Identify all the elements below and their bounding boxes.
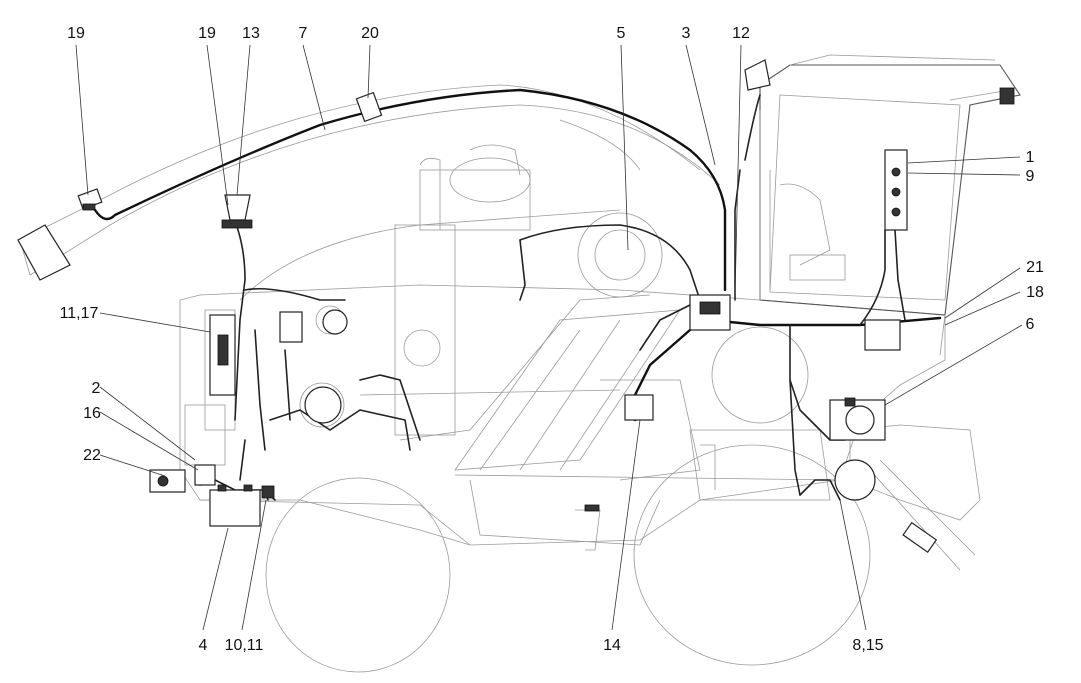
callout-12: 12 bbox=[732, 25, 750, 42]
callout-8-15: 8,15 bbox=[852, 637, 883, 654]
callouts: 19 19 13 7 20 5 3 12 1 9 21 18 6 11,17 2… bbox=[60, 25, 1044, 654]
callout-11-17: 11,17 bbox=[60, 305, 99, 322]
callout-21: 21 bbox=[1026, 259, 1044, 276]
callout-10-11: 10,11 bbox=[225, 637, 264, 654]
callout-18: 18 bbox=[1026, 284, 1044, 301]
callout-4: 4 bbox=[199, 637, 208, 654]
machine-outline bbox=[19, 54, 1021, 673]
callout-13: 13 bbox=[242, 25, 260, 42]
callout-5: 5 bbox=[617, 25, 626, 42]
callout-20: 20 bbox=[361, 25, 379, 42]
callout-6: 6 bbox=[1026, 316, 1035, 333]
callout-22: 22 bbox=[83, 447, 101, 464]
components bbox=[17, 59, 1015, 553]
callout-9: 9 bbox=[1026, 168, 1035, 185]
callout-1: 1 bbox=[1026, 149, 1035, 166]
callout-19-right: 19 bbox=[198, 25, 216, 42]
callout-3: 3 bbox=[682, 25, 691, 42]
callout-7: 7 bbox=[299, 25, 308, 42]
leader-lines bbox=[75, 44, 1023, 631]
harness-lines bbox=[93, 88, 942, 501]
callout-14: 14 bbox=[603, 637, 621, 654]
callout-16: 16 bbox=[83, 405, 101, 422]
callout-2: 2 bbox=[92, 380, 101, 397]
callout-19-left: 19 bbox=[67, 25, 85, 42]
